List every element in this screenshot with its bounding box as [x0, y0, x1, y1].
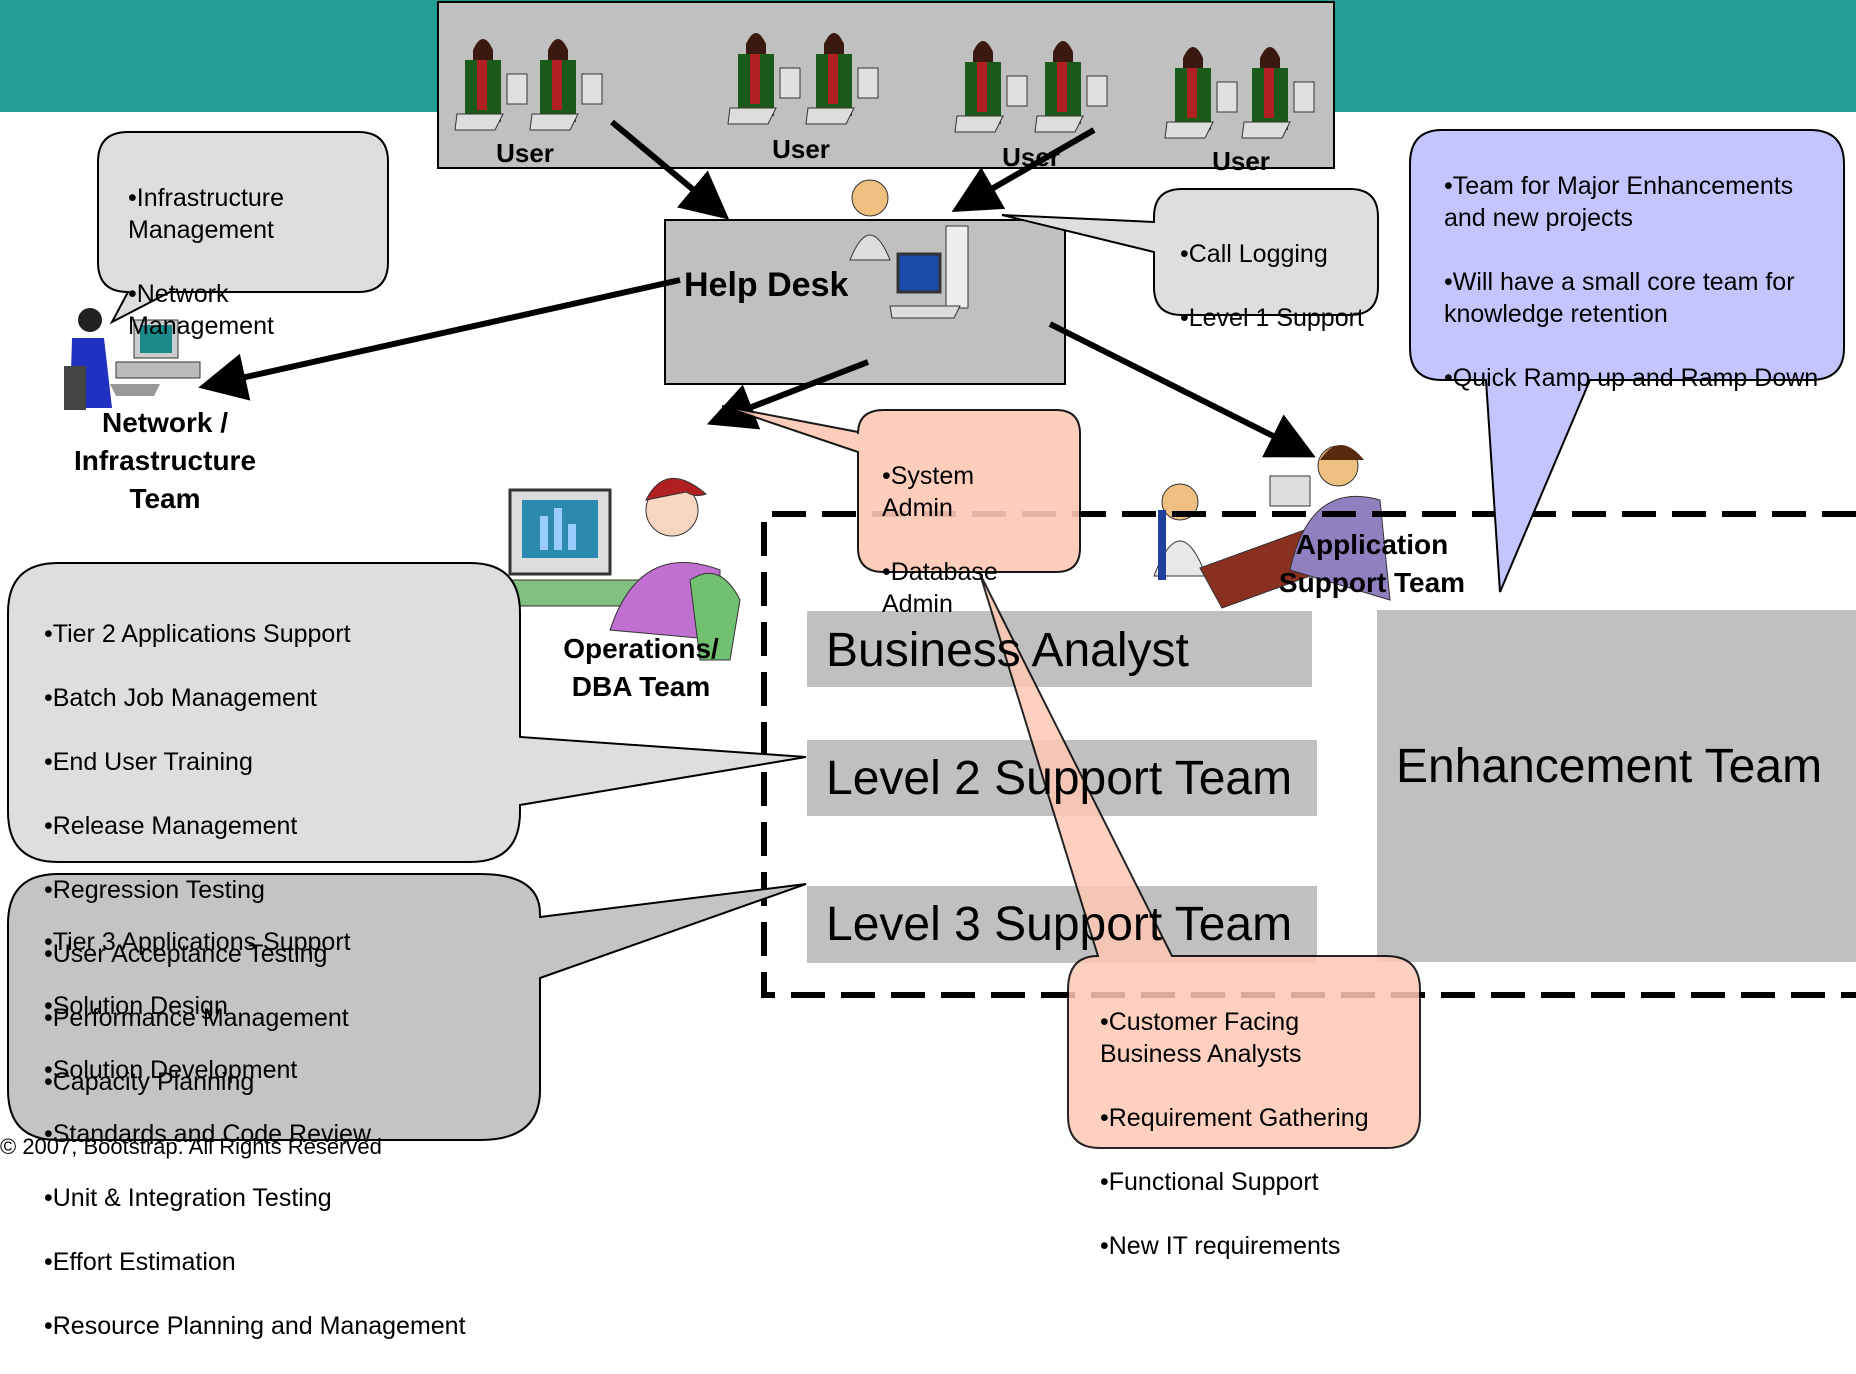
operations-team-label: Operations/ DBA Team — [563, 633, 719, 702]
level2-callout — [7, 562, 807, 863]
network-team-label: Network / Infrastructure Team — [73, 407, 257, 514]
callout-line: •Regression Testing — [44, 876, 265, 904]
help-desk-operator-icon — [849, 179, 969, 319]
enhancement-callout-text: •Team for Major Enhancements and new pro… — [1444, 138, 1824, 426]
user-figure-icon — [1241, 47, 1315, 139]
user-figure-icon — [1164, 47, 1238, 139]
callout-line: •Functional Support — [1100, 1168, 1319, 1196]
user-figure-icon — [529, 39, 603, 131]
user-label: User — [772, 134, 830, 164]
callout-line: •Performance Management — [44, 1004, 349, 1032]
operations-operator-icon — [489, 478, 741, 661]
user-label: User — [1002, 142, 1060, 172]
application-team-label: Application Support Team — [1278, 529, 1466, 598]
user-figure-icon — [727, 33, 801, 125]
callout-line: •Team for Major Enhancements and new pro… — [1444, 172, 1794, 232]
flow-arrows — [198, 119, 1316, 458]
callout-line: •Solution Development — [44, 1056, 298, 1084]
application-team-icon — [1153, 445, 1391, 609]
level2-callout-text: •Tier 2 Applications Support •Batch Job … — [44, 586, 484, 1130]
arrow-helpdesk-to-application — [1048, 321, 1316, 458]
level3-support-title: Level 3 Support Team — [826, 898, 1293, 951]
business-analyst-box — [807, 611, 1312, 687]
level3-callout — [7, 873, 807, 1141]
user-figure-icon — [454, 39, 528, 131]
callout-line: •Call Logging — [1180, 240, 1328, 268]
enhancement-team-title: Enhancement Team — [1396, 740, 1823, 793]
callout-line: •Batch Job Management — [44, 684, 317, 712]
callout-line: •Requirement Gathering — [1100, 1104, 1369, 1132]
callout-line: •Tier 3 Applications Support — [44, 928, 351, 956]
enhancement-team-box — [1377, 610, 1856, 962]
callout-line: •Level 1 Support — [1180, 304, 1364, 332]
business-analyst-title: Business Analyst — [826, 624, 1189, 677]
callout-line: •Will have a small core team for knowled… — [1444, 268, 1795, 328]
copyright-footer: © 2007, Bootstrap. All Rights Reserved — [0, 1134, 382, 1159]
callout-line: •Network Management — [128, 280, 274, 340]
callout-line: •Standards and Code Review — [44, 1120, 372, 1148]
callout-line: •User Acceptance Testing — [44, 940, 328, 968]
callout-line: •Unit & Integration Testing — [44, 1184, 332, 1212]
business-analyst-callout-text: •Customer Facing Business Analysts •Requ… — [1100, 974, 1400, 1294]
arrow-helpdesk-to-network — [198, 277, 681, 401]
callout-line: •New IT requirements — [1100, 1232, 1341, 1260]
level2-support-title: Level 2 Support Team — [826, 752, 1293, 805]
callout-line: •Effort Estimation — [44, 1248, 236, 1276]
callout-line: •Solution Design — [44, 992, 228, 1020]
helpdesk-callout — [1001, 188, 1379, 316]
operations-callout — [721, 405, 1081, 573]
arrow-users-to-helpdesk-right — [951, 127, 1096, 212]
callout-line: •End User Training — [44, 748, 253, 776]
user-label: User — [496, 138, 554, 168]
callout-line: •Tier 2 Applications Support — [44, 620, 351, 648]
diagram-canvas — [7, 1, 1856, 1149]
callout-line: •Release Management — [44, 812, 298, 840]
callout-line: •Database Admin — [882, 558, 998, 618]
helpdesk-callout-text: •Call Logging •Level 1 Support — [1180, 206, 1370, 366]
user-figure-icon — [805, 33, 879, 125]
arrow-users-to-helpdesk-left — [610, 119, 730, 220]
help-desk-label: Help Desk — [684, 266, 849, 304]
network-operator-icon — [64, 308, 201, 410]
level3-support-box — [807, 886, 1317, 963]
user-label: User — [1212, 146, 1270, 176]
network-callout — [97, 131, 389, 325]
callout-line: •Resource Planning and Management — [44, 1312, 466, 1340]
enhancement-callout — [1409, 129, 1845, 593]
user-figure-icon — [954, 41, 1028, 133]
callout-line: •Quick Ramp up and Ramp Down — [1444, 364, 1819, 392]
operations-callout-text: •System Admin •Database Admin — [882, 428, 1042, 652]
network-callout-text: •Infrastructure Management •Network Mana… — [128, 150, 378, 374]
callout-line: •Capacity Planning — [44, 1068, 255, 1096]
user-figures — [454, 33, 1315, 139]
callout-line: •System Admin — [882, 462, 975, 522]
callout-line: •Infrastructure Management — [128, 184, 285, 244]
business-analyst-callout — [979, 573, 1421, 1149]
user-figure-icon — [1034, 41, 1108, 133]
callout-line: •Customer Facing Business Analysts — [1100, 1008, 1302, 1068]
